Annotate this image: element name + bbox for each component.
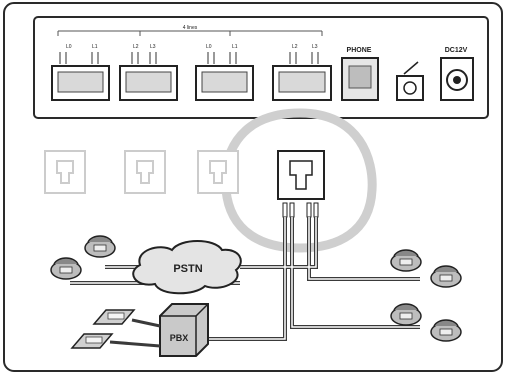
telephone-icon	[430, 265, 462, 288]
fax-devices	[70, 309, 136, 349]
jack-4-pin-a: L2	[292, 44, 298, 50]
telephone-icon	[50, 257, 82, 280]
phone-port: PHONE	[341, 47, 379, 101]
right-telephones-lower	[390, 303, 462, 342]
fax-icon	[92, 309, 136, 325]
top-bracket-label: 4 lines	[183, 25, 198, 31]
jack-3-pin-a: L0	[206, 44, 212, 50]
telephone-icon	[390, 303, 422, 326]
jack-2-pin-a: L2	[133, 44, 139, 50]
reset-switch	[396, 61, 424, 101]
reset-switch-icon	[396, 75, 424, 101]
fax-icon	[70, 333, 114, 349]
pbx-label: PBX	[170, 333, 189, 343]
left-telephones	[50, 235, 116, 280]
pbx-links	[109, 318, 161, 348]
right-telephones-upper	[390, 249, 462, 288]
jack-1-pin-a: L0	[66, 44, 72, 50]
power-port: DC12V	[440, 47, 474, 101]
jack-4: L2 L3	[272, 44, 332, 101]
pstn-label: PSTN	[173, 263, 202, 275]
telephone-icon	[84, 235, 116, 258]
power-port-label: DC12V	[445, 47, 468, 54]
faded-jack-icon	[197, 150, 239, 194]
jack-1: L0 L1	[51, 44, 110, 101]
phone-port-label: PHONE	[347, 47, 372, 54]
jack-1-pin-b: L1	[92, 44, 98, 50]
pbx: PBX	[159, 303, 209, 357]
jack-2-pin-b: L3	[150, 44, 156, 50]
jack-3: L0 L1	[195, 44, 254, 101]
pstn-cloud: PSTN	[132, 240, 242, 295]
cable-highlights	[180, 217, 420, 340]
pstn-cloud-icon	[132, 240, 242, 295]
jack-2: L2 L3	[119, 44, 178, 101]
telephone-icon	[430, 319, 462, 342]
faded-jacks	[44, 150, 239, 194]
jack-3-pin-b: L1	[232, 44, 238, 50]
jack-4-pin-b: L3	[312, 44, 318, 50]
telephone-icon	[390, 249, 422, 272]
top-bracket: 4 lines	[57, 25, 323, 36]
